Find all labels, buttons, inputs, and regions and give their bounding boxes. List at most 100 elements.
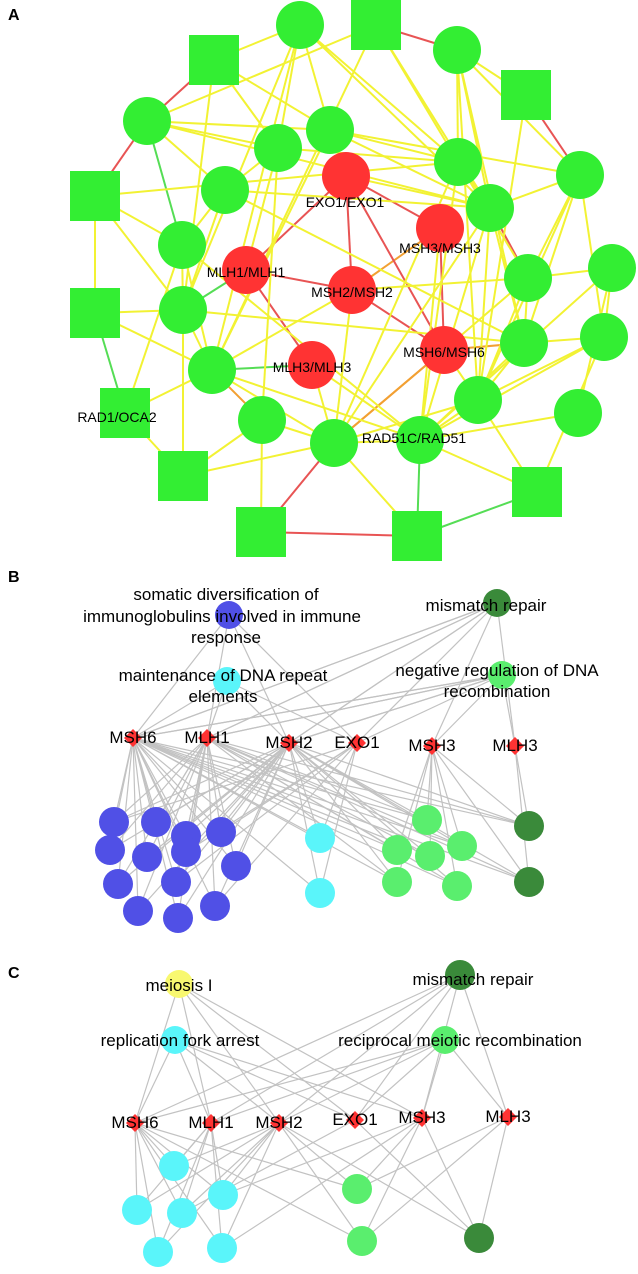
node-lg2	[382, 835, 412, 865]
edge	[288, 742, 321, 839]
panel-a: A EXO1/EXO1 MSH3/MSH3 MLH1/MLH1 MSH2/MSH…	[8, 0, 636, 561]
node-T2	[213, 667, 241, 695]
edge	[421, 1117, 480, 1239]
edge	[174, 1039, 356, 1121]
edge	[132, 680, 228, 739]
edge	[178, 983, 212, 1124]
node-msh2	[270, 1114, 288, 1132]
edge	[523, 174, 581, 344]
node-b6	[132, 842, 162, 872]
edge	[477, 94, 527, 401]
node-b7	[171, 837, 201, 867]
node-g10	[158, 221, 206, 269]
node-mlh3	[288, 341, 336, 389]
edge	[134, 974, 461, 1124]
edge	[299, 24, 459, 163]
edge	[459, 974, 509, 1118]
panel-c-gene-labels: MSH6 MLH1 MSH2 EXO1 MSH3 MLH3	[111, 1107, 530, 1132]
edge	[354, 974, 461, 1121]
panel-c-term-labels: meiosis I mismatch repair replication fo…	[101, 970, 582, 1050]
edge	[206, 737, 458, 887]
node-g7	[434, 138, 482, 186]
edge	[361, 1116, 509, 1242]
term-reciprocal: reciprocal meiotic recombination	[338, 1031, 582, 1050]
edge	[278, 974, 461, 1124]
gene-label-msh2-c: MSH2	[255, 1113, 302, 1132]
edge	[134, 1039, 176, 1124]
edge	[178, 983, 356, 1121]
edge	[278, 1039, 446, 1124]
edge	[132, 737, 431, 857]
edge	[132, 737, 216, 907]
term-negreg-line2: recombination	[444, 682, 551, 701]
edge	[419, 207, 491, 441]
edge	[329, 129, 491, 209]
edge	[278, 1122, 358, 1190]
node-c6	[207, 1233, 237, 1263]
term-maintenance-line2: elements	[189, 687, 258, 706]
node-msh3	[423, 737, 441, 755]
node-b4	[206, 817, 236, 847]
node-mlh1	[222, 246, 270, 294]
node-lg3	[447, 831, 477, 861]
gene-label-mlh1-c: MLH1	[188, 1113, 233, 1132]
edge	[206, 737, 530, 827]
node-label-msh3: MSH3/MSH3	[399, 240, 481, 256]
edge	[132, 602, 498, 739]
node-lg1	[342, 1174, 372, 1204]
edge	[173, 1122, 280, 1167]
panel-b: B somatic diversification of immunoglobu…	[8, 569, 599, 933]
edge	[124, 244, 183, 414]
node-s8	[236, 507, 286, 557]
edge	[94, 161, 459, 197]
node-label-rad51c: RAD51C/RAD51	[362, 430, 466, 446]
edge	[185, 742, 290, 837]
edge	[431, 674, 503, 747]
edge	[174, 1039, 212, 1124]
edge	[431, 745, 530, 827]
panel-a-label: A	[8, 7, 20, 24]
edge	[132, 737, 321, 894]
edge	[396, 745, 433, 851]
node-msh3	[413, 1109, 431, 1127]
node-b8	[221, 851, 251, 881]
edge	[221, 1117, 423, 1249]
edge	[132, 737, 139, 912]
edge	[146, 737, 208, 858]
node-s6	[100, 388, 150, 438]
gene-label-msh3: MSH3	[408, 736, 455, 755]
node-label-exo1: EXO1/EXO1	[306, 194, 385, 210]
gene-label-mlh3: MLH3	[492, 736, 537, 755]
node-dg1	[464, 1223, 494, 1253]
edge	[132, 737, 222, 833]
node-exo1	[322, 152, 370, 200]
node-g12	[588, 244, 636, 292]
node-s7	[158, 451, 208, 501]
edge	[132, 674, 503, 739]
term-somatic-line2: immunoglobulins involved in immune	[83, 607, 361, 626]
panel-a-node-labels: EXO1/EXO1 MSH3/MSH3 MLH1/MLH1 MSH2/MSH2 …	[77, 194, 485, 446]
node-msh6	[126, 1114, 144, 1132]
node-g13	[159, 286, 207, 334]
node-s4	[70, 171, 120, 221]
edge	[134, 1122, 363, 1242]
edge	[132, 614, 230, 739]
edge	[345, 175, 445, 351]
panel-b-gene-labels: MSH6 MLH1 MSH2 EXO1 MSH3 MLH3	[109, 728, 537, 755]
node-g4	[254, 124, 302, 172]
edge	[222, 1117, 423, 1196]
term-fork-arrest: replication fork arrest	[101, 1031, 260, 1050]
node-g17	[238, 396, 286, 444]
edge	[278, 1122, 480, 1239]
edge	[354, 1119, 480, 1239]
node-mlh1	[202, 1114, 220, 1132]
edge	[206, 674, 503, 739]
node-g8	[556, 151, 604, 199]
edge	[134, 1122, 223, 1249]
node-g21	[396, 416, 444, 464]
node-lg5	[382, 867, 412, 897]
term-somatic-line3: response	[191, 628, 261, 647]
edge	[419, 412, 579, 441]
edge	[226, 680, 290, 744]
